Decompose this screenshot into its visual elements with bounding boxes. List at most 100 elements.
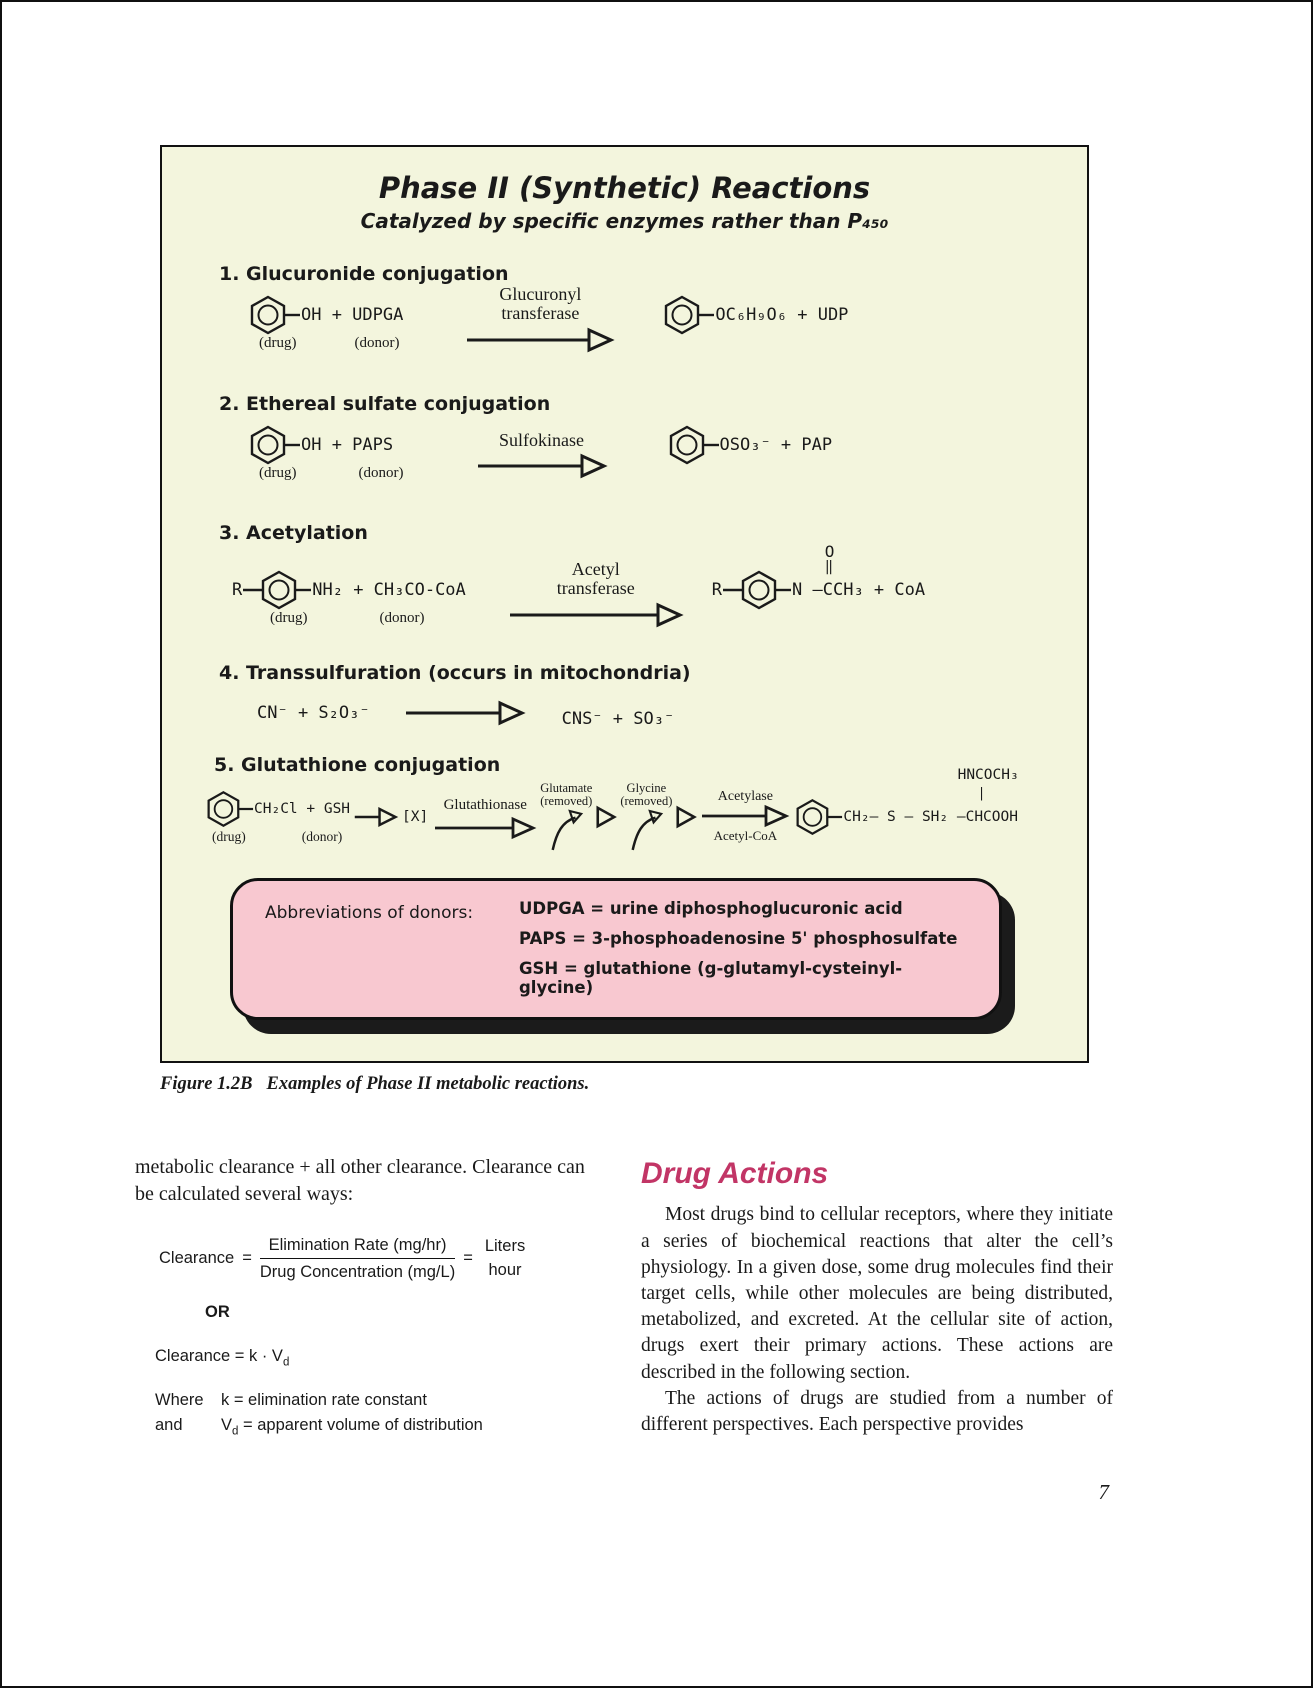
product-formula-end: CHCOOH — [965, 808, 1018, 825]
reaction-4-row: CN⁻ + S₂O₃⁻ CNS⁻ + SO₃⁻ — [257, 700, 1087, 729]
enzyme-label: Sulfokinase — [499, 429, 584, 450]
arrowhead-icon — [596, 805, 618, 829]
benzene-ring-icon — [669, 425, 719, 465]
product-formula: N — — [792, 579, 823, 600]
reaction-3-reactant: R NH₂ + CH₃CO-CoA (drug) (donor) — [232, 570, 466, 627]
arrowhead-icon — [676, 805, 698, 829]
reaction-3-heading: 3. Acetylation — [219, 521, 368, 544]
and-label: and — [155, 1415, 183, 1434]
figure-box: Phase II (Synthetic) Reactions Catalyzed… — [160, 145, 1089, 1063]
benzene-ring-icon — [207, 790, 254, 827]
product-formula: OC₆H₉O₆ + UDP — [715, 305, 849, 325]
r-substituent: R — [711, 579, 723, 600]
drug-actions-heading: Drug Actions — [641, 1157, 829, 1190]
reaction-3-row: R NH₂ + CH₃CO-CoA (drug) (donor) Ac — [232, 542, 1087, 628]
drug-actions-paragraph-2: The actions of drugs are studied from a … — [641, 1387, 1113, 1436]
product-formula: CH₂– S — SH₂ – — [843, 808, 966, 825]
drug-label: (drug) — [270, 609, 308, 626]
benzene-ring-icon — [723, 570, 792, 610]
figure-subtitle: Catalyzed by specific enzymes rather tha… — [360, 209, 889, 233]
reactant-formula: OH + UDPGA — [301, 305, 404, 325]
clearance-paragraph: metabolic clearance + all other clearanc… — [135, 1156, 585, 1205]
r-substituent: R — [232, 579, 243, 600]
reaction-2-product: OSO₃⁻ + PAP — [666, 425, 833, 465]
abbreviation-line: PAPS = 3-phosphoadenosine 5' phosphosulf… — [519, 929, 958, 948]
removed-group-label: Glutamate (removed) — [540, 780, 593, 808]
reactant-formula: CH₂Cl + GSH — [254, 800, 351, 817]
curved-arrow-icon — [551, 809, 584, 851]
donor-label: (donor) — [354, 335, 400, 351]
benzene-ring-icon — [665, 295, 715, 335]
page-number: 7 — [1098, 1480, 1110, 1504]
product-formula-tail: CCH₃ + CoA — [822, 579, 926, 600]
reaction-1-enzyme-block: Glucuronyl transferase — [465, 284, 615, 353]
rate-fraction: Elimination Rate (mg/hr) Drug Concentrat… — [259, 1235, 456, 1281]
reaction-2-reactant: OH + PAPS (drug) (donor) — [247, 425, 404, 482]
abbreviations-label: Abbreviations of donors: — [265, 903, 474, 923]
or-label: OR — [205, 1302, 230, 1321]
reaction-5-row: CH₂Cl + GSH (drug) (donor) [X] Glutathio… — [204, 767, 1087, 852]
glutathionase-block: Glutathionase — [433, 797, 537, 841]
clearance-formulas: Clearance = Elimination Rate (mg/hr) Dru… — [155, 1234, 597, 1440]
acetyl-coa-label: Acetyl-CoA — [713, 828, 778, 844]
drug-label: (drug) — [212, 828, 246, 844]
donor-label: (donor) — [301, 828, 343, 844]
clearance-label: Clearance — [159, 1249, 235, 1268]
reactant-formula: NH₂ + CH₃CO-CoA — [312, 579, 466, 600]
left-column: metabolic clearance + all other clearanc… — [135, 1154, 597, 1439]
reaction-1-heading: 1. Glucuronide conjugation — [219, 263, 509, 285]
units-fraction: Liters hour — [484, 1237, 526, 1280]
figure-title: Phase II (Synthetic) Reactions — [378, 171, 871, 205]
benzene-ring-icon — [250, 295, 300, 335]
enzyme-label: Glucuronyl transferase — [499, 284, 582, 324]
equals-sign: = — [242, 1249, 252, 1268]
glycine-removed-block: Glycine (removed) — [620, 780, 673, 852]
reaction-arrow-icon — [467, 327, 615, 353]
reaction-arrow-icon — [435, 816, 537, 840]
enzyme-label: Acetylase — [717, 789, 773, 805]
reaction-1-reactant: OH + UDPGA (drug) (donor) — [247, 295, 403, 352]
vd-definition: Vd = apparent volume of distribution — [221, 1415, 483, 1438]
reaction-1-row: OH + UDPGA (drug) (donor) Glucuronyl tra… — [247, 284, 1087, 353]
donor-label: (donor) — [358, 464, 404, 481]
removed-group-label: Glycine (removed) — [620, 780, 673, 808]
product-formula: OSO₃⁻ + PAP — [719, 434, 833, 455]
where-label: Where — [155, 1390, 204, 1409]
reaction-arrow-icon — [477, 453, 608, 479]
drug-label: (drug) — [259, 464, 297, 481]
intermediate-formula: [X] — [402, 808, 429, 825]
reaction-2-row: OH + PAPS (drug) (donor) Sulfokinase — [247, 425, 1087, 482]
benzene-ring-icon — [243, 570, 312, 610]
product-formula: CNS⁻ + SO₃⁻ — [561, 708, 675, 729]
abbreviation-line: GSH = glutathione (g-glutamyl-cysteinyl-… — [519, 959, 903, 997]
clearance-k-equation: Clearance = k · Vd — [155, 1346, 290, 1369]
glutamate-removed-block: Glutamate (removed) — [540, 780, 593, 852]
variable-definitions: Where k = elimination rate constant and … — [155, 1389, 597, 1440]
right-column: Drug Actions Most drugs bind to cellular… — [641, 1154, 1113, 1439]
reaction-2-enzyme-block: Sulfokinase — [476, 429, 608, 479]
benzene-ring-icon — [796, 798, 843, 835]
reaction-5-reactant: CH₂Cl + GSH (drug) (donor) — [204, 789, 350, 845]
reaction-1-product: OC₆H₉O₆ + UDP — [661, 295, 848, 335]
drug-actions-paragraph-1: Most drugs bind to cellular receptors, w… — [641, 1204, 1113, 1383]
reaction-5-product: CH₂– S — SH₂ – HNCOCH₃ | CHCOOH — [793, 767, 1019, 837]
reaction-5-heading: 5. Glutathione conjugation — [214, 753, 501, 776]
curved-arrow-icon — [631, 809, 664, 851]
caption-text: Examples of Phase II metabolic reactions… — [266, 1074, 590, 1094]
reaction-3-product: R N — O ‖ CCH₃ + CoA — [711, 542, 926, 610]
abbreviation-line: UDPGA = urine diphosphoglucuronic acid — [519, 899, 903, 918]
caption-label: Figure 1.2B — [160, 1074, 253, 1094]
clearance-equation: Clearance = Elimination Rate (mg/hr) Dru… — [159, 1234, 597, 1283]
donor-label: (donor) — [379, 609, 425, 626]
abbreviations-list: UDPGA = urine diphosphoglucuronic acid P… — [519, 899, 973, 997]
reactant-formula: OH + PAPS — [301, 434, 394, 455]
benzene-ring-icon — [250, 425, 300, 465]
reaction-arrow-icon — [702, 805, 790, 828]
abbreviations-box: Abbreviations of donors: UDPGA = urine d… — [230, 878, 1002, 1020]
equals-sign: = — [463, 1249, 473, 1268]
enzyme-label: Acetyl transferase — [556, 558, 635, 599]
reaction-3-enzyme-block: Acetyl transferase — [508, 558, 684, 628]
k-definition: k = elimination rate constant — [221, 1390, 427, 1409]
enzyme-label: Glutathionase — [443, 796, 527, 813]
